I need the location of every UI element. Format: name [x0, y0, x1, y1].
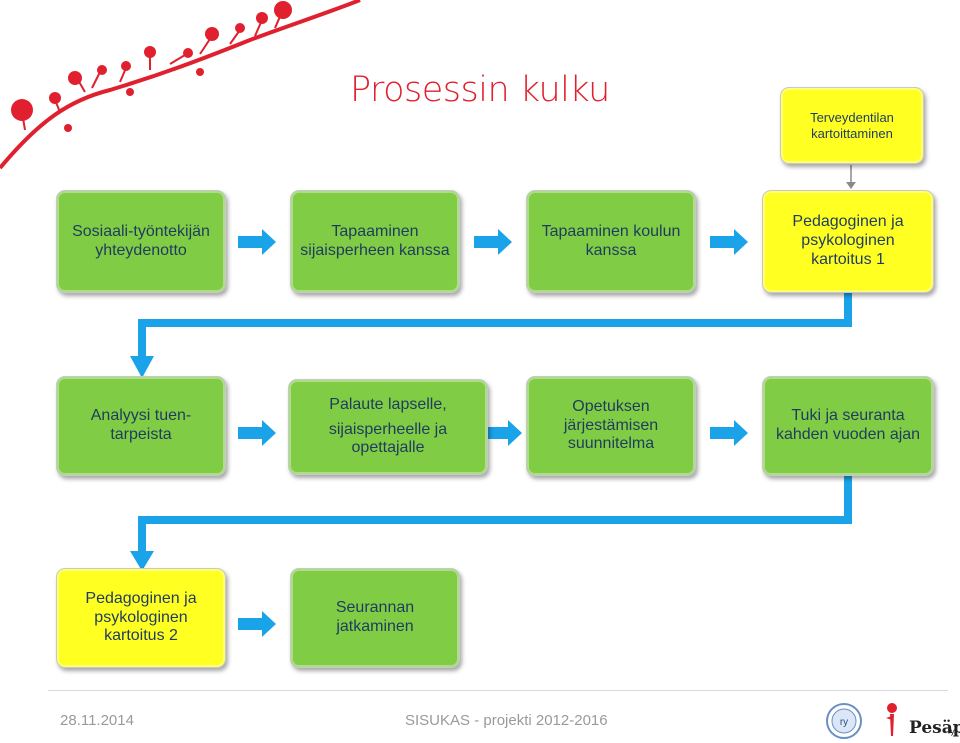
box-kartoitus2-label: Pedagoginen ja psykologinen kartoitus 2 [85, 589, 197, 645]
box-palaute-line2: sijaisperheelle ja opettajalle [328, 420, 448, 457]
box-kartoitus1: Pedagoginen ja psykologinen kartoitus 1 [762, 190, 934, 293]
ry-logo-icon: ry [826, 703, 862, 739]
box-palaute: Palaute lapselle, sijaisperheelle ja ope… [288, 379, 488, 475]
pesapuu-logo-icon [886, 703, 897, 736]
arrow-row2-1 [238, 420, 276, 446]
arrow-row1-2 [474, 229, 512, 255]
box-sijaisperhe-label: Tapaaminen sijaisperheen kanssa [300, 222, 450, 259]
box-seuranta: Seurannan jatkaminen [290, 568, 460, 668]
box-tuki: Tuki ja seuranta kahden vuoden ajan [762, 376, 934, 476]
box-terveydentila: Terveydentilan kartoittaminen [780, 87, 924, 164]
arrow-row1-3 [710, 229, 748, 255]
arrow-row2-3 [710, 420, 748, 446]
arrow-row3-1 [238, 611, 276, 637]
box-sosiaali-label: Sosiaali-työntekijän yhteydenotto [72, 222, 210, 259]
box-analyysi-label: Analyysi tuen-tarpeista [90, 407, 192, 443]
page-title: Prosessin kulku [350, 70, 610, 110]
return-connector-1 [138, 293, 852, 362]
box-palaute-line1: Palaute lapselle, [329, 395, 447, 413]
ry-logo-text: ry [840, 717, 848, 728]
box-seuranta-label: Seurannan jatkaminen [335, 599, 415, 635]
box-terveydentila-label: Terveydentilan kartoittaminen [810, 110, 894, 141]
footer-project: SISUKAS - projekti 2012-2016 [405, 712, 608, 729]
arrow-row2-2 [484, 420, 522, 446]
box-opetus-label: Opetuksen järjestämisen suunnitelma [563, 397, 659, 453]
box-koulu: Tapaaminen koulun kanssa [526, 190, 696, 293]
pesapuu-logo-text: Pesäpuu [909, 718, 960, 738]
box-koulu-label: Tapaaminen koulun kanssa [541, 222, 681, 259]
box-opetus: Opetuksen järjestämisen suunnitelma [526, 376, 696, 476]
box-sosiaali: Sosiaali-työntekijän yhteydenotto [56, 190, 226, 293]
return-connector-2 [138, 476, 852, 557]
pesapuu-logo-suffix: ry [948, 727, 955, 736]
box-sijaisperhe: Tapaaminen sijaisperheen kanssa [290, 190, 460, 293]
arrow-row1-1 [238, 229, 276, 255]
box-kartoitus2: Pedagoginen ja psykologinen kartoitus 2 [56, 568, 226, 668]
branch-decoration [0, 0, 361, 170]
box-kartoitus1-label: Pedagoginen ja psykologinen kartoitus 1 [792, 213, 904, 268]
footer-date: 28.11.2014 [60, 712, 134, 729]
box-tuki-label: Tuki ja seuranta kahden vuoden ajan [775, 407, 921, 443]
footer-divider [48, 690, 948, 691]
box-analyysi: Analyysi tuen-tarpeista [56, 376, 226, 476]
